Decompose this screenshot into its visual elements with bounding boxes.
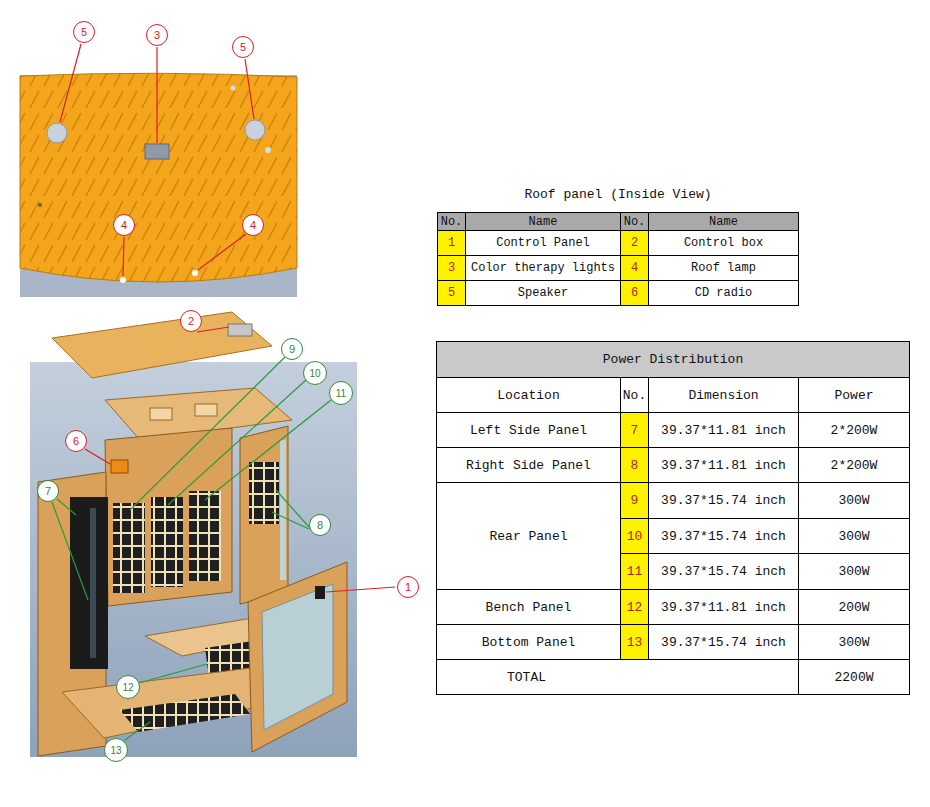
heater: [120, 694, 250, 732]
table-number: 9: [620, 482, 649, 519]
light-opening: [145, 144, 169, 159]
location-cell: Right Side Panel: [436, 447, 621, 483]
table-number: 5: [437, 280, 466, 306]
table-number: 10: [620, 518, 649, 554]
power-cell: 300W: [798, 553, 910, 590]
table-number: 6: [620, 280, 649, 306]
table-header: Name: [648, 212, 799, 231]
door-glass: [262, 584, 333, 730]
table-header: Power: [798, 377, 910, 413]
total-cell: TOTAL: [436, 659, 799, 695]
location-cell: Left Side Panel: [436, 412, 621, 448]
table-number: 3: [437, 255, 466, 281]
table-cell: CD radio: [648, 280, 799, 306]
table-cell: Control Panel: [465, 230, 621, 256]
table-number: 13: [620, 624, 649, 660]
dimension-cell: 39.37*15.74 inch: [648, 624, 799, 660]
control-panel: [315, 586, 325, 599]
callout-number: 5: [73, 21, 95, 43]
leader-lines: [52, 357, 331, 740]
table-cell: Roof lamp: [648, 255, 799, 281]
dimension-cell: 39.37*15.74 inch: [648, 553, 799, 590]
power-cell: 300W: [798, 482, 910, 519]
callout-number: 12: [116, 675, 140, 699]
hole: [231, 86, 236, 91]
location-cell: Bench Panel: [436, 589, 621, 625]
callout-number: 8: [309, 514, 331, 536]
dimension-cell: 39.37*15.74 inch: [648, 482, 799, 519]
render-background: [30, 362, 357, 757]
table-header: Dimension: [648, 377, 799, 413]
callout-number: 3: [146, 24, 168, 46]
glass-strip: [90, 508, 96, 658]
table-number: 8: [620, 447, 649, 483]
table-number: 4: [620, 255, 649, 281]
table-header: No.: [620, 212, 649, 231]
callout-number: 4: [242, 214, 264, 236]
table-header: Location: [436, 377, 621, 413]
callout-number: 10: [303, 361, 327, 385]
power-cell: 300W: [798, 624, 910, 660]
callout-number: 2: [180, 310, 202, 332]
table-number: 1: [437, 230, 466, 256]
front-door-panel: [248, 562, 347, 752]
table-title: Roof panel (Inside View): [437, 187, 799, 202]
callout-number: 1: [397, 576, 419, 598]
ceiling-square: [195, 404, 217, 416]
location-cell: Bottom Panel: [436, 624, 621, 660]
ceiling-square: [150, 408, 172, 420]
heater: [189, 491, 221, 581]
dimension-cell: 39.37*15.74 inch: [648, 518, 799, 554]
table-title: Power Distribution: [436, 341, 910, 378]
table-number: 2: [620, 230, 649, 256]
heater: [113, 503, 145, 593]
table-cell: Color therapy lights: [465, 255, 621, 281]
table-cell: Speaker: [465, 280, 621, 306]
roof-lamp: [192, 270, 198, 276]
dimension-cell: 39.37*11.81 inch: [648, 447, 799, 483]
callout-number: 5: [232, 36, 254, 58]
table-header: Name: [465, 212, 621, 231]
callout-number: 9: [281, 338, 303, 360]
power-cell: 2*200W: [798, 412, 910, 448]
power-cell: 300W: [798, 518, 910, 554]
total-power: 2200W: [798, 659, 910, 695]
callout-number: 13: [104, 738, 128, 762]
callout-number: 7: [37, 480, 59, 502]
location-cell: Rear Panel: [436, 482, 621, 590]
table-header: No.: [620, 377, 649, 413]
table-number: 7: [620, 412, 649, 448]
roof-panel: [20, 73, 297, 282]
dimension-cell: 39.37*11.81 inch: [648, 412, 799, 448]
heater: [249, 462, 279, 524]
speaker-hole: [47, 123, 67, 143]
roof-plate: [52, 312, 272, 378]
callout-number: 4: [113, 214, 135, 236]
glass-strip: [280, 440, 286, 580]
callout-number: 6: [65, 430, 87, 452]
hole: [38, 203, 42, 207]
table-header: No.: [437, 212, 466, 231]
leader-lines: [85, 327, 395, 592]
control-box: [228, 324, 252, 336]
table-number: 11: [620, 553, 649, 590]
power-cell: 200W: [798, 589, 910, 625]
hole: [265, 147, 271, 153]
cd-radio: [111, 460, 128, 473]
callout-number: 11: [329, 381, 353, 405]
leader-lines: [60, 44, 254, 276]
roof-lamp: [120, 277, 126, 283]
heater: [70, 497, 108, 669]
rear-panel: [105, 428, 232, 606]
power-cell: 2*200W: [798, 447, 910, 483]
dimension-cell: 39.37*11.81 inch: [648, 589, 799, 625]
table-cell: Control box: [648, 230, 799, 256]
speaker-hole: [245, 120, 265, 140]
table-number: 12: [620, 589, 649, 625]
heater: [151, 497, 183, 587]
